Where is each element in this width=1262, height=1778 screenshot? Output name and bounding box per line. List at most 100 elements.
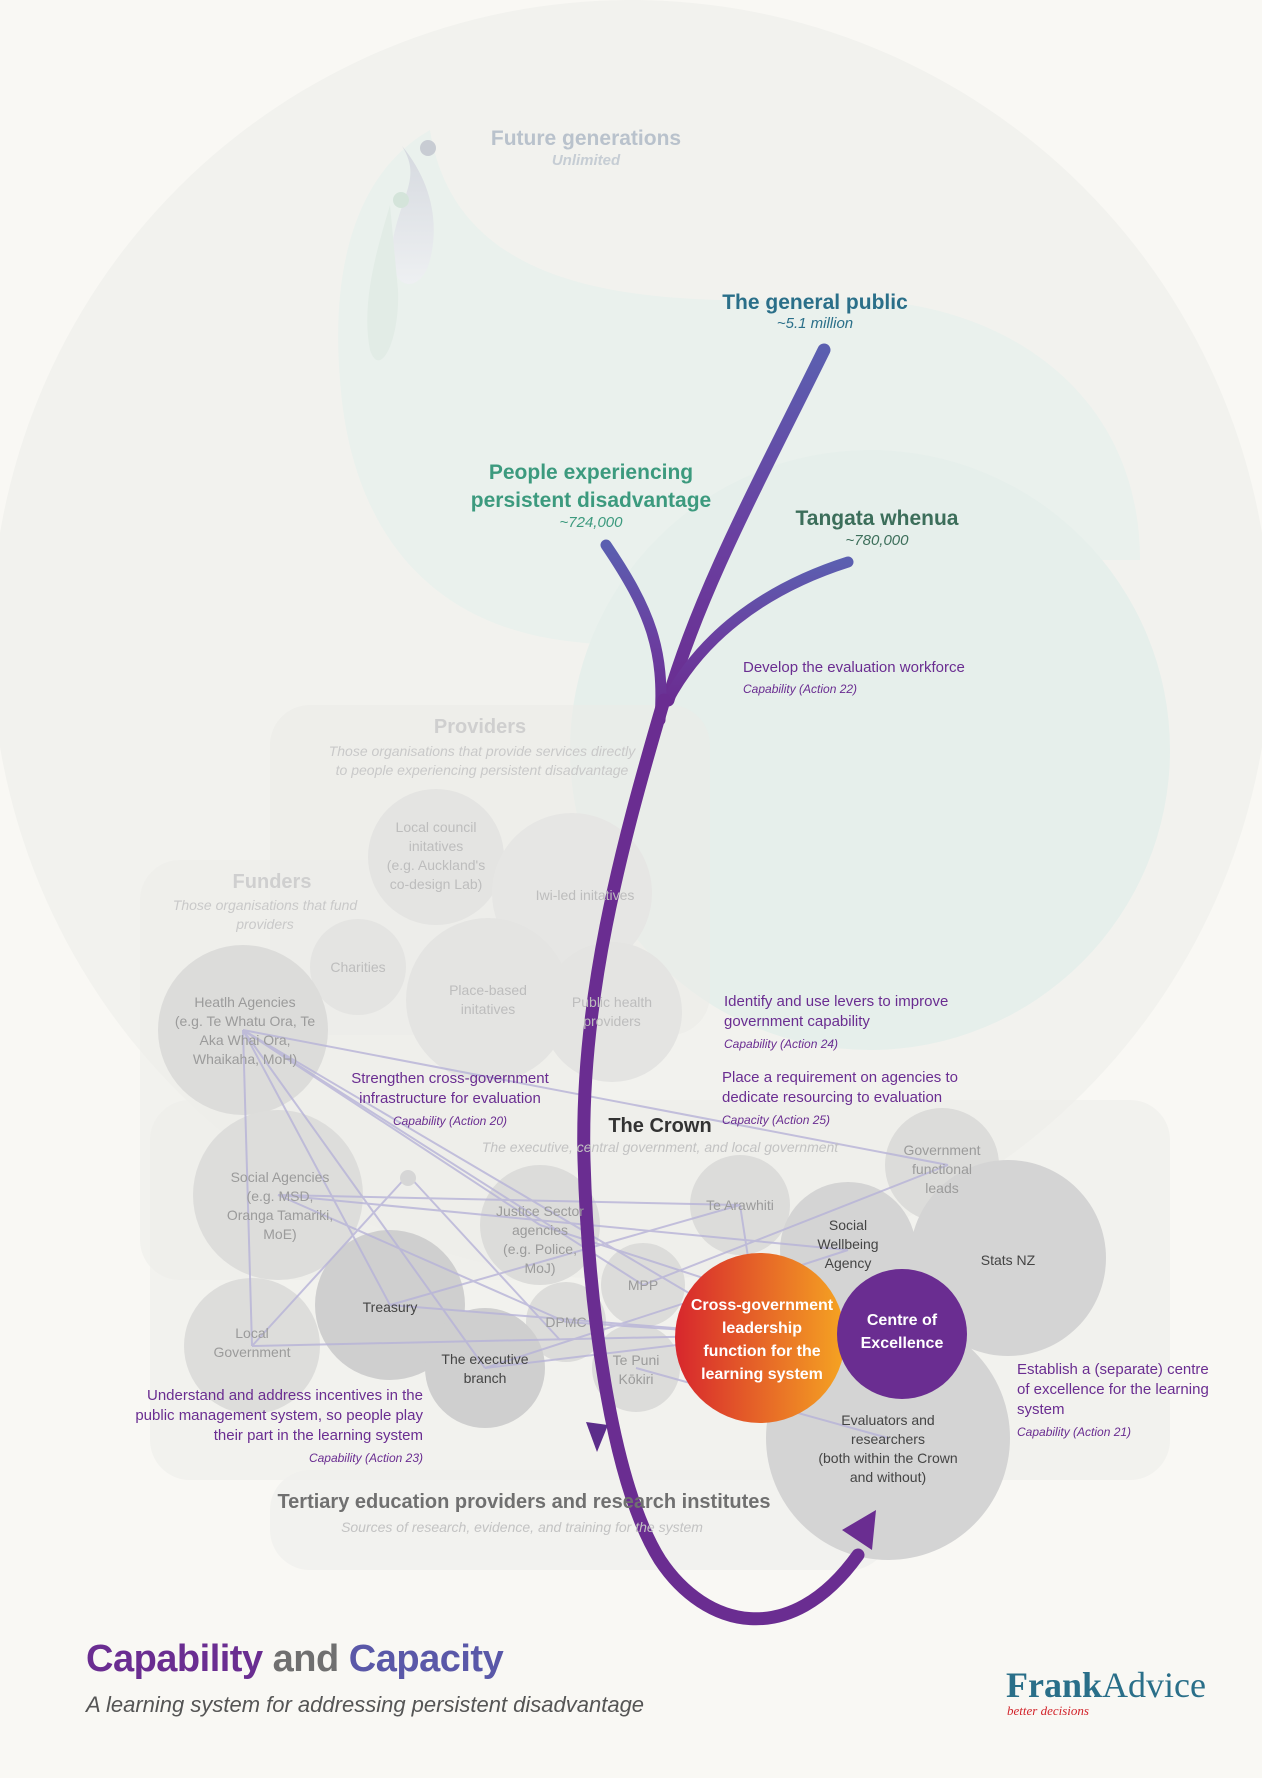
stream-arrow-up [842,1510,876,1550]
footer-title-word3: Capacity [348,1638,504,1680]
place-based-l2: initatives [461,1001,515,1017]
action23-l2: public management system, so people play [135,1407,423,1424]
action20-l2: infrastructure for evaluation [359,1090,541,1107]
evaluators-l3: (both within the Crown [818,1450,957,1466]
public-sub: ~5.1 million [777,315,853,332]
future-tail [391,146,434,284]
social-agencies-l2: (e.g. MSD, [247,1188,314,1204]
gov-functional-l1: Government [903,1142,980,1158]
tangata-sub: ~780,000 [846,532,910,549]
health-agencies-l2: (e.g. Te Whatu Ora, Te [175,1013,316,1029]
providers-desc1: Those organisations that provide service… [329,743,637,759]
logo-tagline: better decisions [1007,1703,1089,1718]
footer-title-word1: Capability [86,1638,263,1680]
local-council-l3: (e.g. Auckland's [387,857,485,873]
executive-l2: branch [464,1370,507,1386]
local-council-l1: Local council [396,819,477,835]
providers-desc2: to people experiencing persistent disadv… [336,762,629,778]
network-node [400,1170,416,1186]
evaluators-l4: and without) [850,1469,926,1485]
action20-l1: Strengthen cross-government [351,1070,549,1087]
disadvantage-sub: ~724,000 [560,514,624,531]
action20-cap: Capability (Action 20) [393,1114,507,1128]
social-agencies-l4: MoE) [263,1226,296,1242]
executive-l1: The executive [441,1351,528,1367]
local-council-circle [368,789,504,925]
action24-l1: Identify and use levers to improve [724,993,948,1010]
te-puni-l1: Te Puni [613,1352,660,1368]
justice-l3: (e.g. Police, [503,1241,577,1257]
public-health-l1: Public health [572,994,652,1010]
health-agencies-l4: Whaikaha, MoH) [193,1051,297,1067]
evaluators-l1: Evaluators and [841,1412,934,1428]
iwi-label: Iwi-led initatives [536,887,635,903]
future-dot [420,140,436,156]
action24-l2: government capability [724,1013,870,1030]
local-gov-l1: Local [235,1325,268,1341]
action21-l2: of excellence for the learning [1017,1381,1209,1398]
cross-gov-l1: Cross-government [691,1297,834,1314]
logo-regular: Advice [1102,1665,1206,1705]
justice-l1: Justice Sector [496,1203,584,1219]
stream-arrow-down [586,1422,608,1452]
centre-l1: Centre of [867,1312,938,1329]
action22-cap: Capability (Action 22) [743,682,857,696]
local-gov-l2: Government [213,1344,290,1360]
public-health-circle [542,942,682,1082]
tertiary-desc: Sources of research, evidence, and train… [341,1519,703,1535]
charities-circle [310,919,406,1015]
action25-cap: Capacity (Action 25) [722,1113,830,1127]
cross-gov-l2: leadership [722,1320,802,1337]
tangata-zone [570,450,1170,1050]
justice-l4: MoJ) [524,1260,555,1276]
footer-subtitle: A learning system for addressing persist… [86,1692,645,1717]
disadvantage-line2: persistent disadvantage [471,489,711,512]
gov-functional-l2: functional [912,1161,972,1177]
public-title: The general public [722,291,908,314]
future-tail-2 [367,205,399,361]
cross-gov-circle [675,1253,845,1423]
tangata-title: Tangata whenua [796,507,959,530]
crown-title: The Crown [608,1115,711,1137]
disadvantage-line1: People experiencing [489,461,693,484]
treasury-label: Treasury [363,1299,418,1315]
action24-cap: Capability (Action 24) [724,1037,838,1051]
mpp-label: MPP [628,1277,658,1293]
action23-cap: Capability (Action 23) [309,1451,423,1465]
action22-text: Develop the evaluation workforce [743,659,965,676]
network-lines [242,1029,949,1439]
action21-l1: Establish a (separate) centre [1017,1361,1209,1378]
funders-desc2: providers [235,916,294,932]
tertiary-zone [270,1470,890,1570]
cross-gov-l4: learning system [701,1366,823,1383]
frankadvice-logo: FrankAdvice [1006,1664,1206,1706]
action21-cap: Capability (Action 21) [1017,1425,1131,1439]
social-wellbeing-l2: Wellbeing [817,1236,878,1252]
evaluators-l2: researchers [851,1431,925,1447]
future-sub: Unlimited [552,152,621,169]
learning-stream [577,343,865,1626]
footer-title: Capability and Capacity [86,1638,504,1681]
charities-label: Charities [330,959,385,975]
action21-l3: system [1017,1401,1065,1418]
crown-desc: The executive, central government, and l… [482,1139,840,1155]
centre-excellence-circle [837,1269,967,1399]
dpmc-label: DPMC [545,1314,586,1330]
local-council-l4: co-design Lab) [390,876,483,892]
social-agencies-l1: Social Agencies [231,1169,330,1185]
health-agencies-l1: Heatlh Agencies [194,994,295,1010]
gov-functional-l3: leads [925,1180,958,1196]
local-council-l2: initatives [409,838,463,854]
public-health-l2: providers [583,1013,641,1029]
stats-nz-label: Stats NZ [981,1252,1036,1268]
te-puni-l2: Kōkiri [618,1371,653,1387]
action23-l3: their part in the learning system [214,1427,423,1444]
place-based-circle [406,918,570,1082]
cross-gov-l3: function for the [703,1343,820,1360]
social-wellbeing-l1: Social [829,1217,867,1233]
action25-l2: dedicate resourcing to evaluation [722,1089,942,1106]
social-wellbeing-l3: Agency [825,1255,872,1271]
future-dot-2 [393,192,409,208]
